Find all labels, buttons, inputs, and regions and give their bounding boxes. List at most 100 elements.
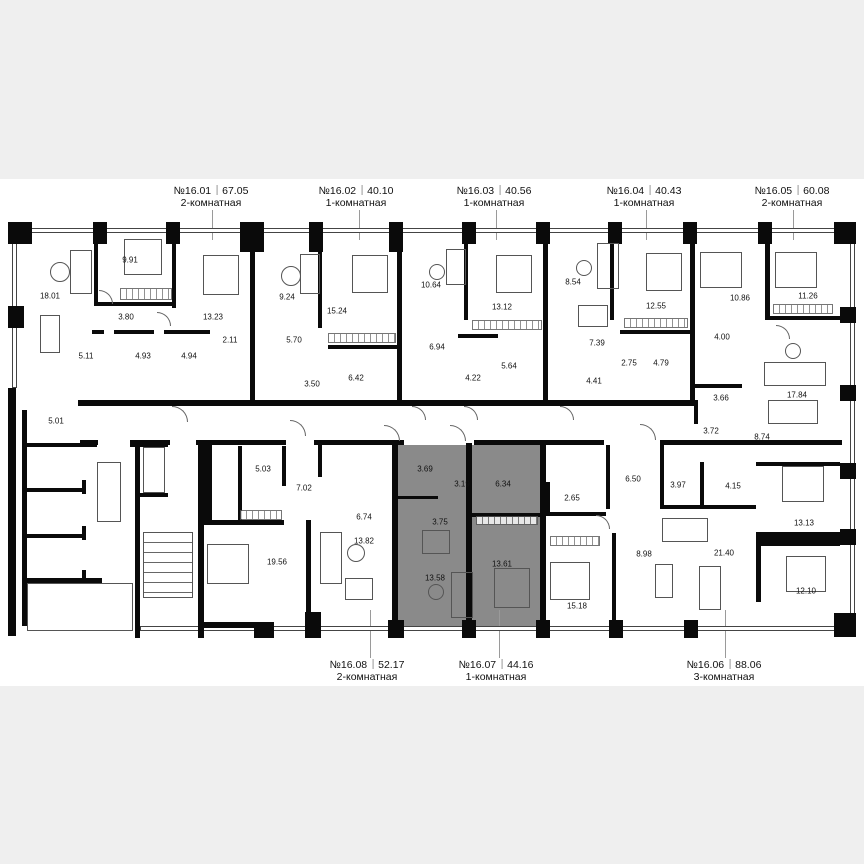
corridor-wall-bottom xyxy=(130,440,170,445)
apartment-area: 44.16 xyxy=(507,659,534,671)
separator xyxy=(372,659,374,669)
room-area: 4.79 xyxy=(653,358,669,368)
wardrobe xyxy=(120,288,172,300)
column xyxy=(305,612,321,638)
outer-wall-left xyxy=(8,388,16,636)
door[interactable] xyxy=(596,515,610,529)
window-top xyxy=(14,228,852,233)
sofa xyxy=(320,532,342,584)
separator xyxy=(216,185,218,195)
door[interactable] xyxy=(640,424,656,440)
door[interactable] xyxy=(290,420,306,436)
rug xyxy=(785,343,801,359)
sofa xyxy=(597,243,619,289)
wall xyxy=(546,512,606,516)
sofa xyxy=(699,566,721,610)
apartment-number: №16.02 xyxy=(318,185,357,197)
room-area: 8.54 xyxy=(565,277,581,287)
column xyxy=(758,222,772,244)
leader-line xyxy=(646,210,647,240)
room-area: 2.11 xyxy=(222,335,238,345)
sofa xyxy=(764,362,826,386)
wall xyxy=(392,443,398,628)
bed xyxy=(203,255,239,295)
door[interactable] xyxy=(560,406,574,420)
apartment-header-16-07[interactable]: №16.07 44.16 1-комнатная xyxy=(458,659,534,683)
apartment-number: №16.07 xyxy=(458,659,497,671)
room-area: 4.15 xyxy=(725,481,741,491)
room-area: 5.03 xyxy=(255,464,271,474)
room-area: 13.61 xyxy=(491,559,513,569)
bed xyxy=(124,239,162,275)
room-area: 5.01 xyxy=(48,416,64,426)
rug xyxy=(281,266,301,286)
room-area: 13.58 xyxy=(424,573,446,583)
wall xyxy=(543,240,548,404)
column xyxy=(840,385,856,401)
wall xyxy=(22,534,84,538)
bed xyxy=(496,255,532,293)
column xyxy=(608,222,622,244)
column xyxy=(840,463,856,479)
wall xyxy=(94,302,176,306)
apartment-type: 1-комнатная xyxy=(613,197,675,209)
rug xyxy=(347,544,365,562)
room-area: 5.11 xyxy=(78,351,94,361)
door[interactable] xyxy=(99,290,113,304)
separator xyxy=(649,185,651,195)
door[interactable] xyxy=(157,312,171,326)
apartment-type: 1-комнатная xyxy=(465,671,527,683)
wall xyxy=(172,240,176,308)
door[interactable] xyxy=(776,325,790,339)
separator xyxy=(361,185,363,195)
rug xyxy=(429,264,445,280)
room-area: 9.24 xyxy=(279,292,295,302)
room-area: 7.02 xyxy=(296,483,312,493)
column xyxy=(240,222,264,252)
room-area: 11.26 xyxy=(798,291,818,301)
rug xyxy=(428,584,444,600)
bed xyxy=(782,466,824,502)
sofa xyxy=(446,249,466,285)
door[interactable] xyxy=(384,425,400,441)
door[interactable] xyxy=(412,406,426,420)
apartment-area: 40.10 xyxy=(367,185,394,197)
separator xyxy=(797,185,799,195)
wall xyxy=(92,330,104,334)
wardrobe xyxy=(240,510,282,520)
rug xyxy=(50,262,70,282)
wall xyxy=(22,578,102,583)
dining-table xyxy=(40,315,60,353)
room-area: 5.70 xyxy=(286,335,302,345)
wall xyxy=(472,513,540,517)
wall xyxy=(398,496,438,499)
wardrobe xyxy=(328,333,396,343)
wall xyxy=(140,493,168,497)
room-area: 3.50 xyxy=(304,379,320,389)
door[interactable] xyxy=(172,406,188,422)
door[interactable] xyxy=(450,425,466,441)
wardrobe xyxy=(773,304,833,314)
wall xyxy=(250,248,255,404)
corridor-wall-top xyxy=(78,400,698,406)
wardrobe xyxy=(476,516,538,525)
room-area: 3.80 xyxy=(118,312,134,322)
wall xyxy=(204,622,270,628)
column xyxy=(840,529,856,545)
room-area: 12.10 xyxy=(795,586,817,596)
wall xyxy=(135,443,140,638)
storage-outline xyxy=(27,583,133,631)
door[interactable] xyxy=(464,406,478,420)
apartment-area: 40.43 xyxy=(655,185,682,197)
apartment-number: №16.06 xyxy=(686,659,725,671)
room-area: 3.19 xyxy=(454,479,470,489)
room-area: 4.94 xyxy=(181,351,197,361)
apartment-type: 2-комнатная xyxy=(180,197,242,209)
